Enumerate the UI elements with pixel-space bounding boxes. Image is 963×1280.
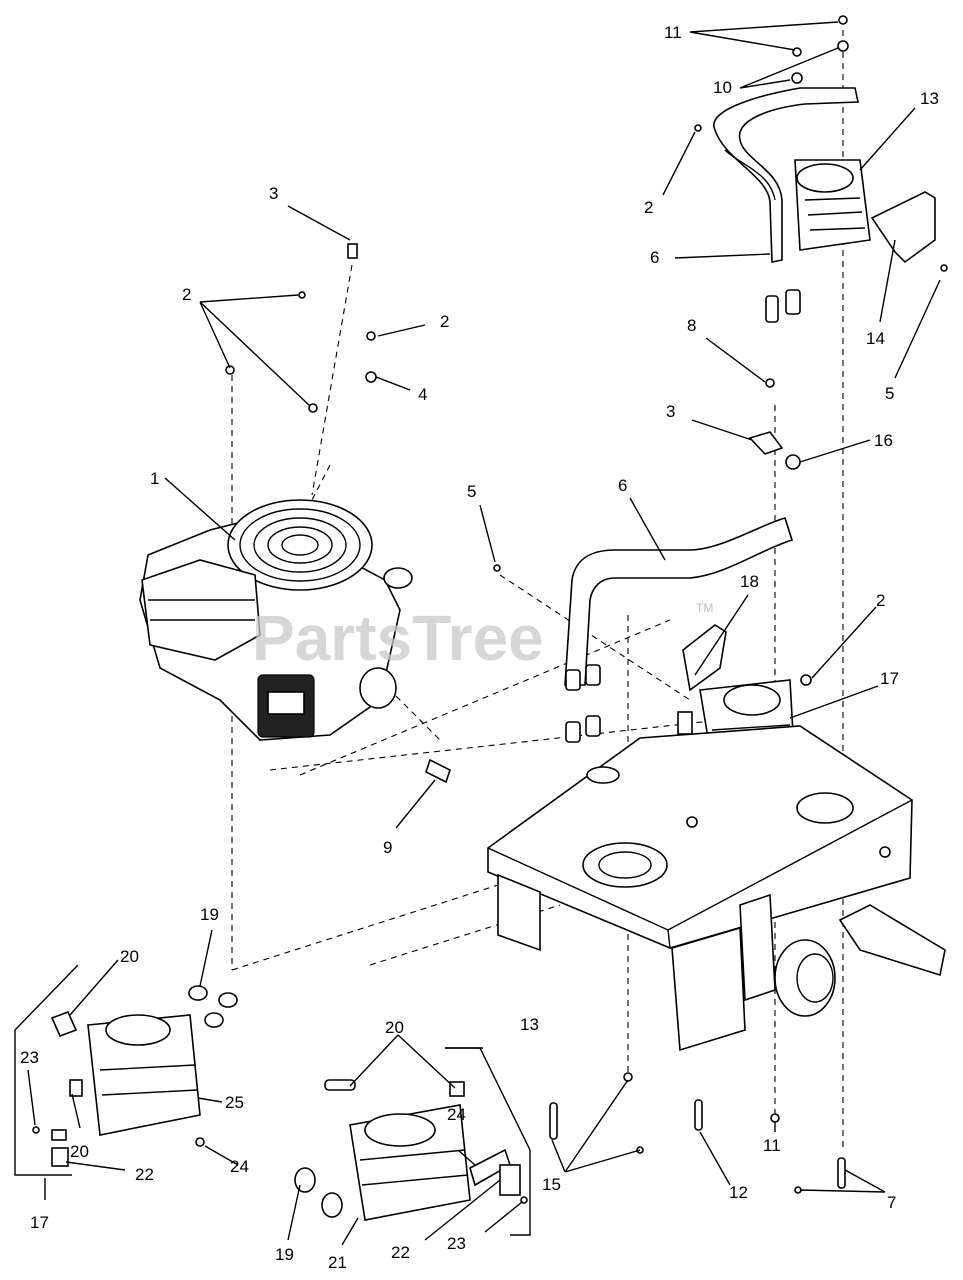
leader-lines (27, 21, 941, 1246)
control-handle (838, 904, 946, 977)
callout-18: 18 (740, 572, 759, 591)
frame-side-panel-right (671, 926, 746, 1052)
engine-filter (359, 667, 397, 709)
engine-air-cleaner (141, 559, 261, 661)
callout-4: 4 (418, 385, 427, 404)
engine-assembly (139, 243, 451, 784)
wheel-motor (774, 939, 836, 1017)
upper-pump-bracket (870, 191, 936, 264)
callout-11-top: 11 (664, 23, 682, 42)
bolt-7 (837, 1157, 846, 1189)
bracket-23 (499, 1164, 521, 1196)
frame-plate (487, 725, 913, 949)
callout-23-center: 23 (447, 1234, 466, 1253)
callout-13-center: 13 (520, 1015, 539, 1034)
callout-20-left: 20 (120, 947, 139, 966)
callout-6-middle: 6 (618, 476, 627, 495)
callout-2-engine-right: 2 (440, 312, 449, 331)
callout-2-upper: 2 (644, 198, 653, 217)
watermark-text: PartsTree (252, 602, 544, 674)
watermark-tm: TM (696, 601, 713, 615)
hydraulic-hose-lower (564, 517, 794, 686)
callout-25: 25 (225, 1093, 244, 1112)
upper-pump-cap (796, 163, 854, 193)
callout-24-center: 24 (447, 1105, 466, 1124)
callout-6-upper: 6 (650, 248, 659, 267)
callout-5-middle: 5 (467, 482, 476, 501)
callout-21: 21 (328, 1253, 347, 1272)
callout-17-pump: 17 (880, 669, 899, 688)
callout-20-center: 20 (385, 1018, 404, 1037)
callout-24-left: 24 (230, 1157, 249, 1176)
callout-labels: 11 10 13 2 6 14 5 8 3 16 3 2 2 4 1 5 6 1… (20, 23, 939, 1272)
callout-8: 8 (687, 316, 696, 335)
callout-13-top: 13 (920, 89, 939, 108)
frame-assembly (487, 725, 946, 1052)
callout-7: 7 (887, 1193, 896, 1212)
callout-23-left: 23 (20, 1048, 39, 1067)
frame-opening-1 (582, 842, 668, 888)
oil-fill-cap (383, 567, 413, 589)
bracket-3-upper (748, 431, 784, 455)
callout-17-left: 17 (30, 1213, 49, 1232)
bracket-18 (682, 624, 727, 692)
callout-15: 15 (542, 1175, 561, 1194)
fitting-9 (425, 758, 451, 784)
callout-9: 9 (383, 838, 392, 857)
callout-22-center: 22 (391, 1243, 410, 1262)
frame-opening-2 (796, 792, 854, 824)
bracket-3-top (347, 243, 358, 259)
callout-1: 1 (150, 469, 159, 488)
callout-11-lower: 11 (763, 1136, 781, 1155)
callout-19-left: 19 (200, 905, 219, 924)
bolt-15 (549, 1102, 558, 1140)
callout-22-left: 22 (135, 1165, 154, 1184)
hydraulic-hose-upper (713, 87, 859, 263)
frame-side-panel-left (497, 873, 541, 952)
callout-5-upper: 5 (885, 384, 894, 403)
callout-2-engine-left: 2 (182, 285, 191, 304)
callout-3-right: 3 (666, 402, 675, 421)
callout-12: 12 (729, 1183, 748, 1202)
callout-3-engine: 3 (269, 184, 278, 203)
callout-14: 14 (866, 329, 885, 348)
engine-fan-shroud (227, 499, 373, 591)
callout-19-center: 19 (275, 1245, 294, 1264)
upper-hydro-pump-assembly (694, 15, 948, 470)
callout-16: 16 (874, 431, 893, 450)
pump-detail-center (294, 1047, 846, 1236)
callout-2-pump: 2 (876, 591, 885, 610)
callout-20-left-lower: 20 (70, 1142, 89, 1161)
callout-10: 10 (713, 78, 732, 97)
bolt-12 (694, 1099, 703, 1131)
pump-detail-left (14, 964, 238, 1176)
watermark: PartsTree TM (252, 601, 713, 674)
